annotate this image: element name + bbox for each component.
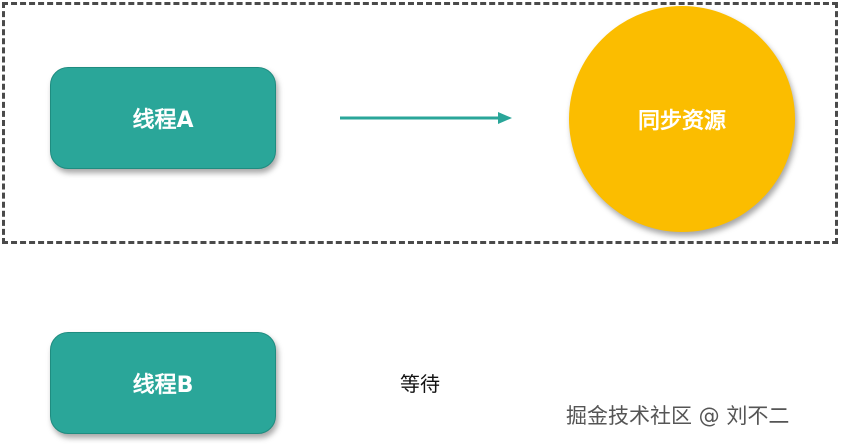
access-arrow [340,112,512,124]
wait-label: 等待 [400,372,440,396]
thread-b-box: 线程B [50,332,276,434]
thread-a-box: 线程A [50,67,276,169]
watermark-text: 掘金技术社区 @ 刘不二 [566,404,790,428]
thread-b-label: 线程B [132,373,194,398]
thread-a-label: 线程A [132,108,194,133]
critical-section-region [2,2,838,244]
sync-resource-circle: 同步资源 [569,6,795,232]
sync-resource-label: 同步资源 [637,109,726,134]
